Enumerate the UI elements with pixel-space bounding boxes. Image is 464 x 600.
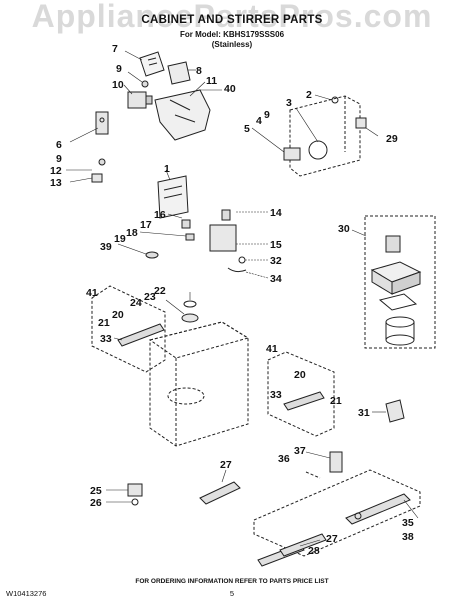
callout-16: 16: [154, 209, 166, 221]
callout-3: 3: [286, 97, 292, 109]
callout-31: 31: [358, 407, 370, 419]
callout-36: 36: [278, 453, 290, 465]
document-number: W10413276: [6, 589, 47, 598]
callout-38: 38: [402, 531, 414, 543]
callout-9: 9: [116, 63, 122, 75]
callout-21: 21: [98, 317, 110, 329]
callout-1: 1: [164, 163, 170, 175]
part-9-screw: [127, 71, 149, 88]
part-2-screw: [314, 94, 339, 104]
part-33-rail-right: [283, 391, 325, 411]
part-5-switch: [251, 127, 301, 161]
callout-15: 15: [270, 239, 282, 251]
callout-20: 20: [112, 309, 124, 321]
callout-8: 8: [196, 65, 202, 77]
callout-35: 35: [402, 517, 414, 529]
page-title: CABINET AND STIRRER PARTS: [141, 14, 323, 26]
part-1-control-board: [157, 169, 189, 219]
callout-7: 7: [112, 43, 118, 55]
part-29-clip: [355, 117, 379, 137]
callout-40: 40: [224, 83, 236, 95]
callout-30: 30: [338, 223, 350, 235]
callout-26: 26: [90, 497, 102, 509]
cabinet-left-side: [91, 285, 166, 373]
callout-34: 34: [270, 273, 282, 285]
callout-17: 17: [140, 219, 152, 231]
callout-27: 27: [326, 533, 338, 545]
part-7-cover: [124, 50, 165, 77]
callout-9: 9: [56, 153, 62, 165]
callout-10: 10: [112, 79, 124, 91]
callout-4: 4: [256, 115, 262, 127]
part-12-13-fasteners: [66, 158, 106, 183]
part-27-28-rail: [257, 533, 327, 567]
part-15-transformer: [209, 209, 269, 279]
callout-14: 14: [270, 207, 282, 219]
callout-28: 28: [308, 545, 320, 557]
part-27-bracket-left: [199, 469, 241, 505]
callout-24: 24: [130, 297, 142, 309]
callout-32: 32: [270, 255, 282, 267]
model-line: For Model: KBHS179SSS06: [179, 30, 285, 39]
callout-33: 33: [270, 389, 282, 401]
callout-20: 20: [294, 369, 306, 381]
callout-2: 2: [306, 89, 312, 101]
part-6-bracket: [69, 111, 109, 143]
part-30-stirrer-assembly: [351, 215, 436, 349]
page-number: 5: [229, 589, 235, 598]
ordering-instruction: FOR ORDERING INFORMATION REFER TO PARTS …: [135, 578, 329, 585]
part-35-38-rail: [345, 493, 419, 525]
callout-39: 39: [100, 241, 112, 253]
callout-13: 13: [50, 177, 62, 189]
cabinet-right-side: [267, 351, 335, 437]
callout-33: 33: [100, 333, 112, 345]
callout-23: 23: [144, 291, 156, 303]
part-25-26-latch: [106, 483, 143, 506]
part-3-thermostat: [295, 107, 328, 160]
callout-12: 12: [50, 165, 62, 177]
watermark: AppliancePartsPros.com: [31, 0, 433, 34]
callout-6: 6: [56, 139, 62, 151]
callout-25: 25: [90, 485, 102, 497]
callout-11: 11: [206, 75, 217, 87]
finish-line: (Stainless): [211, 40, 253, 49]
callout-41: 41: [266, 343, 278, 355]
callout-18: 18: [126, 227, 138, 239]
part-31-hinge: [372, 399, 405, 423]
callout-29: 29: [386, 133, 398, 145]
part-16-19-small-parts: [117, 213, 195, 259]
callout-37: 37: [294, 445, 306, 457]
part-22-24-knob: [165, 292, 199, 323]
part-10-motor: [123, 84, 153, 109]
callout-labels: 7 9 8 10 11 40 6 9 12 13 2 3 9 4 5 29 1 …: [50, 43, 414, 557]
part-33-rail-left: [113, 323, 165, 347]
base-panel: [253, 469, 421, 557]
callout-19: 19: [114, 233, 126, 245]
callout-27: 27: [220, 459, 232, 471]
callout-41: 41: [86, 287, 98, 299]
part-37-bracket: [305, 451, 343, 473]
cabinet-top-right: [289, 95, 361, 177]
part-40-duct: [154, 81, 222, 141]
callout-22: 22: [154, 285, 166, 297]
callout-9: 9: [264, 109, 270, 121]
callout-21: 21: [330, 395, 342, 407]
callout-5: 5: [244, 123, 250, 135]
oven-cavity: [148, 321, 250, 447]
part-8-bracket: [167, 61, 196, 85]
